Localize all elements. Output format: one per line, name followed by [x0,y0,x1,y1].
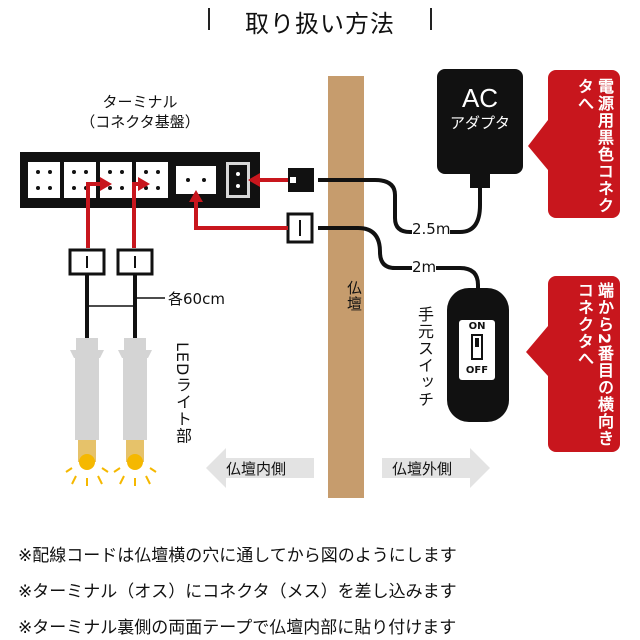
led-label: LEDライト部 [173,342,192,445]
adapter-cable-length: 2.5m [412,220,451,238]
adapter-cable [318,178,482,234]
hand-switch-label: 手元スイッチ [415,306,434,408]
arrow-led1-to-socket [86,182,104,248]
callout-adapter-text: 電源用黒色コネクタへ [575,78,614,214]
butsudan-wall [328,76,364,498]
switch-off-label: OFF [465,365,489,376]
switch-cable [318,226,480,300]
wall-label: 仏壇 [345,280,363,312]
switch-toggle[interactable]: ON OFF [459,320,495,380]
note-1: ※配線コードは仏壇横の穴に通してから図のようにします [18,546,457,566]
note-2: ※ターミナル（オス）にコネクタ（メス）を差し込みます [18,582,457,602]
note-3: ※ターミナル裏側の両面テープで仏壇内部に貼り付けます [18,618,457,638]
arrow-inside-direction [206,448,314,488]
terminal-socket-1 [28,162,60,198]
ac-adapter: AC アダプタ [437,69,523,174]
title-divider-left [208,8,210,30]
arrow-switch-to-horizontal-socket [194,200,288,230]
callout-adapter-pointer [528,120,548,170]
callout-switch-pointer [526,326,548,376]
terminal-socket-3 [100,162,132,198]
terminal-label: ターミナル （コネクタ基盤） [70,92,210,132]
callout-switch-text: 端から2番目の横向きコネクタへ [575,282,614,448]
title-divider-right [430,8,432,30]
callout-adapter: 電源用黒色コネクタへ [548,70,620,218]
adapter-sublabel: アダプタ [449,114,510,132]
arrow-outside-direction [382,448,490,488]
led-light-2 [113,338,157,486]
switch-knob [471,334,483,360]
hand-switch[interactable]: ON OFF [447,288,509,422]
terminal-socket-power [224,160,252,200]
callout-switch: 端から2番目の横向きコネクタへ [548,276,620,452]
led2-connector [116,248,154,276]
inside-label: 仏壇内側 [226,460,287,478]
led-light-1 [65,338,109,486]
page-title: 取り扱い方法 [245,10,395,38]
arrow-led2-to-socket [132,182,142,248]
terminal-socket-horizontal [176,166,216,194]
length-bracket [87,297,165,307]
outside-label: 仏壇外側 [392,460,453,478]
terminal-label-line1: ターミナル [102,93,178,111]
terminal-label-line2: （コネクタ基盤） [80,113,200,131]
adapter-label: AC [461,83,499,113]
led1-connector [68,248,106,276]
led-cable-length: 各60cm [168,290,225,308]
switch-on-label: ON [468,321,486,332]
terminal-socket-2 [64,162,96,198]
adapter-cord-stub [470,174,490,188]
switch-cable-length: 2m [412,258,437,276]
